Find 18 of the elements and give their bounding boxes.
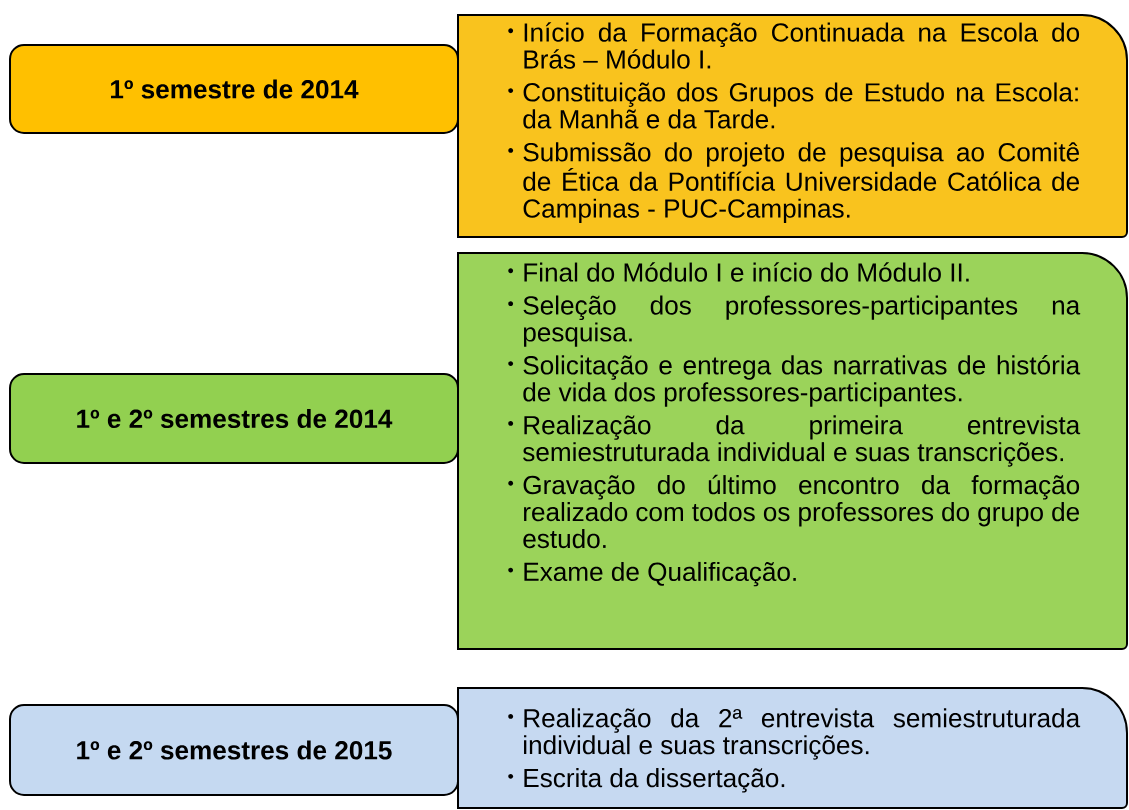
bullet-item: Final do Módulo I e início do Módulo II.: [508, 262, 969, 282]
period-box: 1º e 2º semestres de 2014: [9, 373, 459, 464]
activity-box: [457, 252, 1128, 650]
bullet-item: Submissão do projeto de pesquisa ao Comitê de Ética da Pontifícia Universidade Católica de Campinas - PUC-Campinas.: [508, 142, 1079, 223]
bullet-item: Realização da 2ª entrevista semiestruturada individual e suas transcrições.: [508, 708, 1081, 760]
period-box: 1º semestre de 2014: [9, 44, 459, 134]
bullet-item: Exame de Qualificação.: [508, 561, 796, 587]
bullet-item: Início da Formação Continuada na Escola do Brás – Módulo I.: [508, 22, 1080, 69]
bullet-item: Escrita da dissertação.: [508, 768, 785, 793]
activity-box: [457, 687, 1128, 809]
bullet-item: Constituição dos Grupos de Estudo na Escola: da Manhã e da Tarde.: [508, 82, 1078, 129]
bullet-item: Seleção dos professores-participantes na pesquisa.: [508, 295, 1081, 347]
bullet-item: Gravação do último encontro da formação realizado com todos os professores do grupo de estudo.: [508, 474, 1080, 549]
bullet-item: Solicitação e entrega das narrativas de história de vida dos professores-participantes.: [508, 355, 1081, 407]
period-box: 1º e 2º semestres de 2015: [9, 704, 459, 796]
activity-box: [457, 14, 1128, 238]
bullet-item: Realização da primeira entrevista semiestruturada individual e suas transcrições.: [508, 415, 1081, 467]
node-label: 1º e 2º semestres de 2015: [77, 740, 392, 760]
